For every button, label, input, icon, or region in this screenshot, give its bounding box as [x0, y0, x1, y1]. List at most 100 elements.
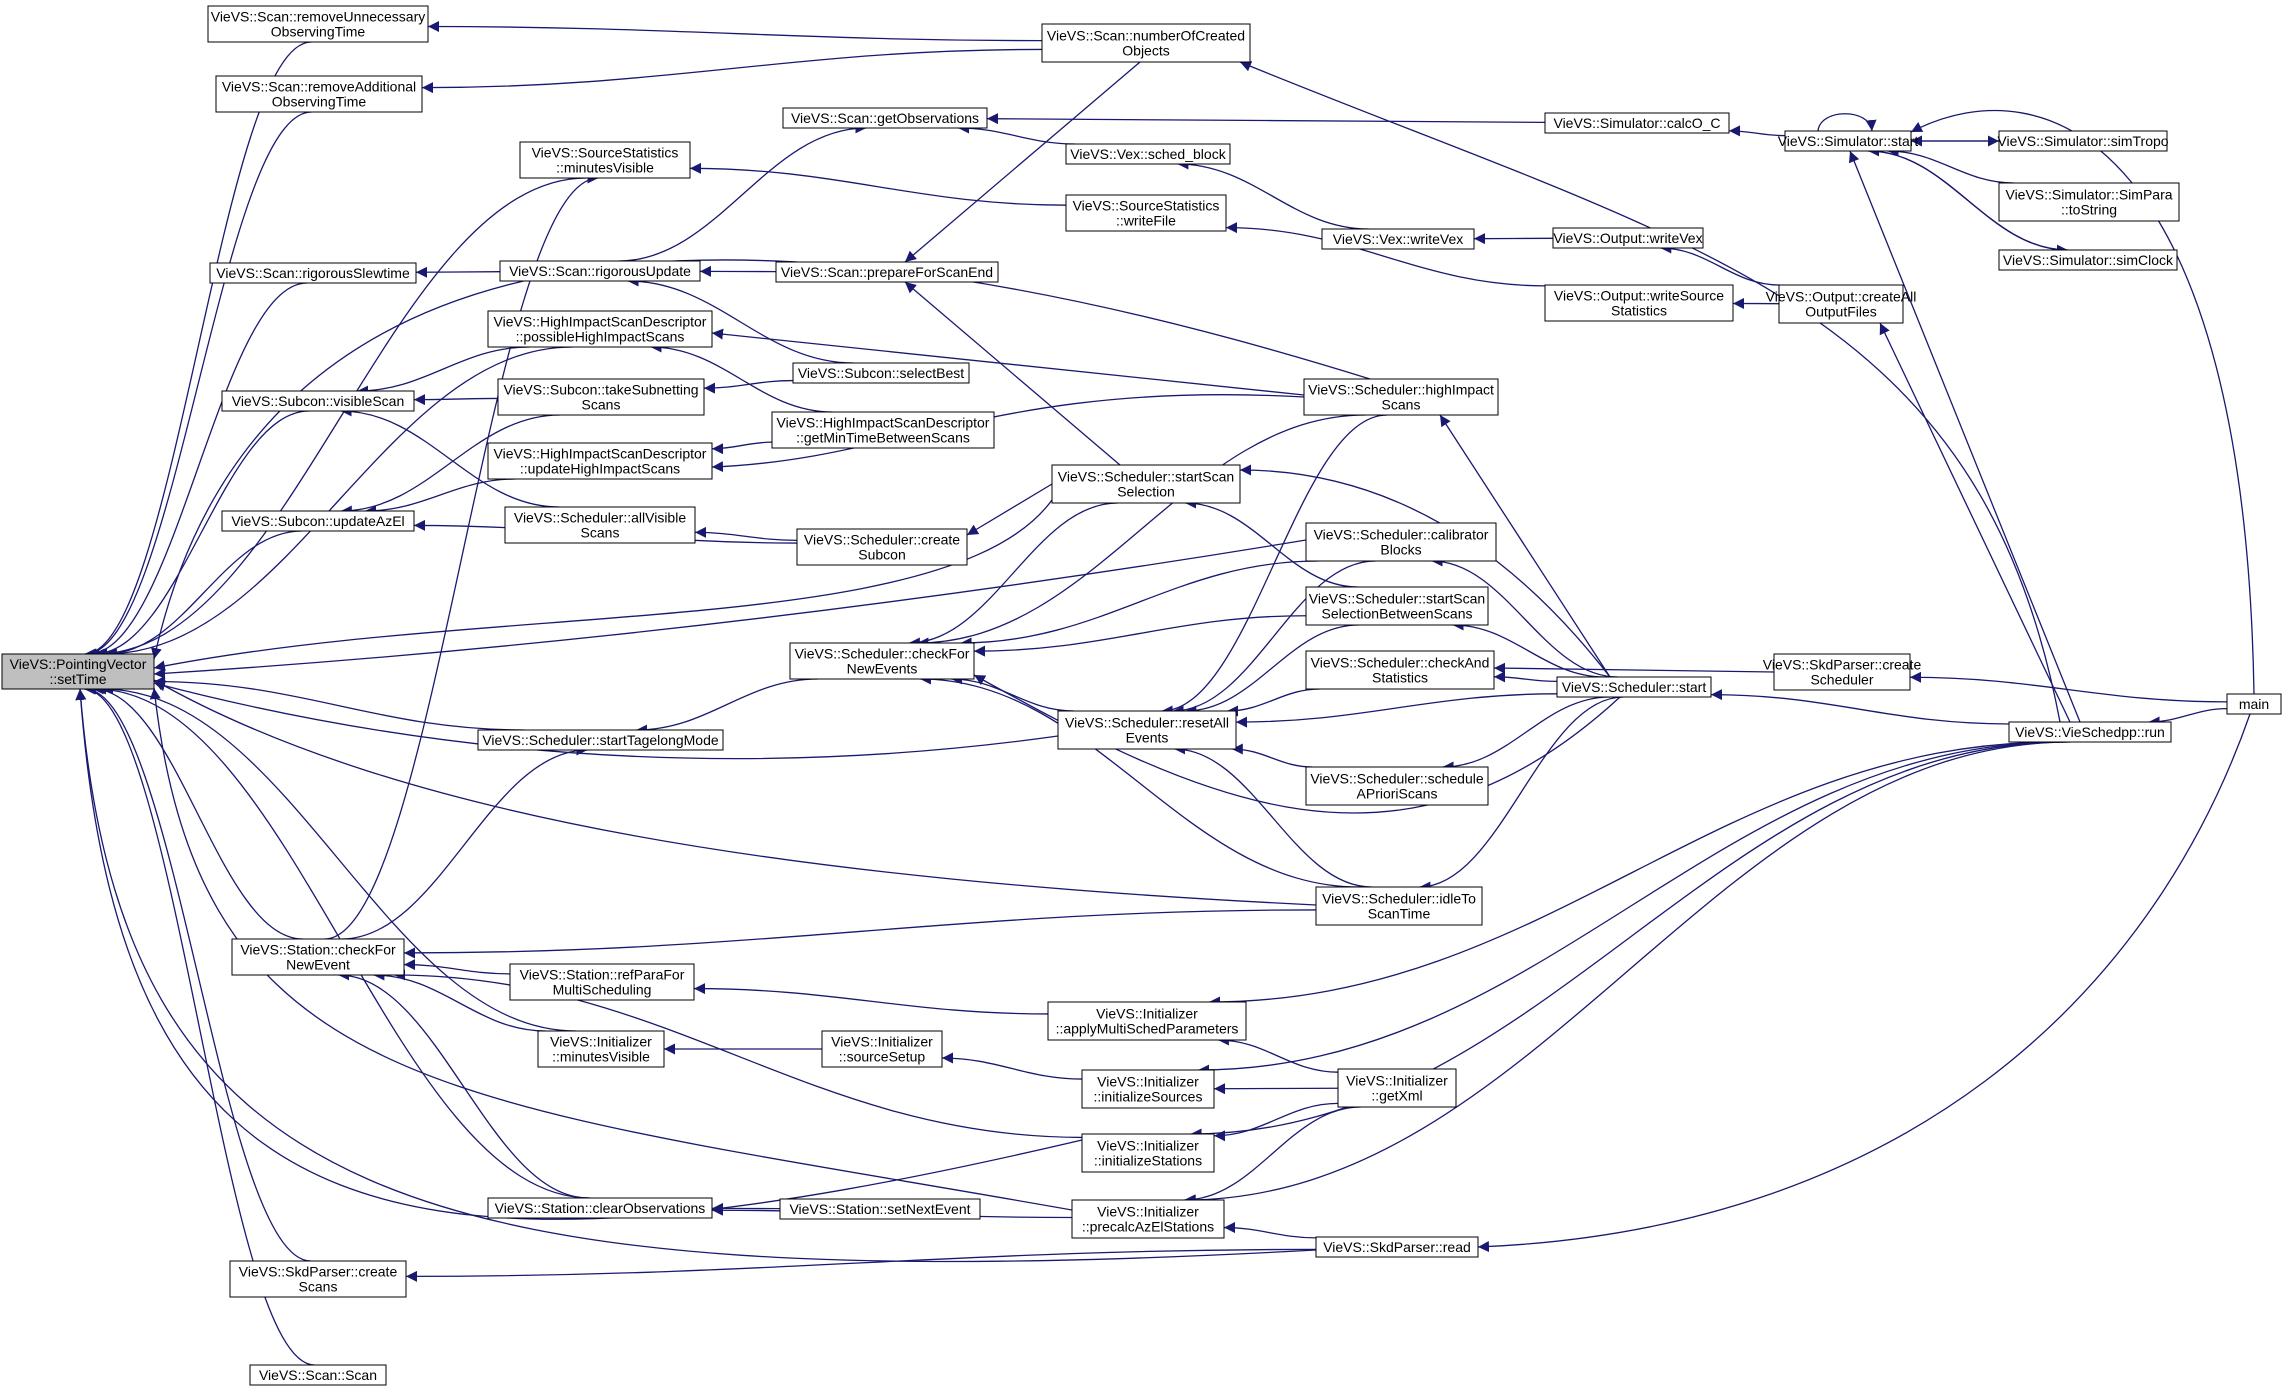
call-edge-schedStart-to-schedApriori: [1442, 696, 1611, 773]
node-scanScan[interactable]: VieVS::Scan::Scan: [249, 1364, 387, 1386]
node-hisdUpdate[interactable]: VieVS::HighImpactScanDescriptor::updateH…: [487, 442, 713, 480]
node-outWriteVex[interactable]: VieVS::Output::writeVex: [1552, 227, 1704, 249]
node-getXml[interactable]: VieVS::Initializer::getXml: [1337, 1068, 1457, 1108]
node-updateAzEl[interactable]: VieVS::Subcon::updateAzEl: [221, 510, 415, 532]
node-initStations[interactable]: VieVS::Initializer::initializeStations: [1081, 1133, 1215, 1173]
node-prepareEnd[interactable]: VieVS::Scan::prepareForScanEnd: [775, 261, 999, 283]
node-clearObs[interactable]: VieVS::Station::clearObservations: [487, 1197, 713, 1219]
node-label-line: VieVS::Output::createAll: [1766, 289, 1917, 305]
node-srcStatMinVis[interactable]: VieVS::SourceStatistics::minutesVisible: [519, 141, 691, 179]
node-label-line: NewEvents: [847, 661, 918, 677]
call-edge-removeUnnecessary-to-setTime: [84, 41, 312, 660]
node-initSources[interactable]: VieVS::Initializer::initializeSources: [1081, 1069, 1215, 1109]
call-edge-stationCheck-to-startTagelong: [341, 744, 588, 940]
node-main[interactable]: main: [2226, 693, 2282, 715]
node-label-line: VieVS::Simulator::simClock: [2003, 252, 2174, 268]
node-getObs[interactable]: VieVS::Scan::getObservations: [782, 107, 988, 129]
node-schedStart[interactable]: VieVS::Scheduler::start: [1556, 676, 1712, 698]
node-label-line: ObservingTime: [272, 94, 367, 110]
call-edge-allVisible-to-visibleScan: [340, 405, 560, 508]
node-rigorousUpdate[interactable]: VieVS::Scan::rigorousUpdate: [499, 260, 701, 282]
node-box: [504, 506, 696, 544]
node-setTime[interactable]: VieVS::PointingVector::setTime: [1, 653, 155, 690]
call-edge-applyMulti-to-refPara: [693, 983, 1049, 1015]
node-precalc[interactable]: VieVS::Initializer::precalcAzElStations: [1071, 1199, 1225, 1239]
node-srcStatWrite[interactable]: VieVS::SourceStatistics::writeFile: [1065, 194, 1227, 232]
node-startScanBetween[interactable]: VieVS::Scheduler::startScanSelectionBetw…: [1305, 586, 1489, 626]
node-selectBest[interactable]: VieVS::Subcon::selectBest: [792, 362, 970, 384]
node-label-line: Scheduler: [1810, 672, 1873, 688]
node-writeVexVex[interactable]: VieVS::Vex::writeVex: [1321, 228, 1475, 250]
node-label-line: Scans: [582, 397, 621, 413]
node-simPara[interactable]: VieVS::Simulator::SimPara::toString: [1998, 182, 2180, 222]
node-removeAdditional[interactable]: VieVS::Scan::removeAdditionalObservingTi…: [215, 75, 423, 113]
call-edge-stationCheck-to-srcStatMinVis: [324, 172, 599, 940]
node-box: [1057, 710, 1237, 750]
call-edge-highImpact-to-resetAll: [1161, 414, 1388, 717]
node-rigorousSlewtime[interactable]: VieVS::Scan::rigorousSlewtime: [209, 262, 417, 284]
node-box: [231, 938, 405, 976]
node-vieRun[interactable]: VieVS::VieSchedpp::run: [2008, 721, 2172, 743]
node-sourceSetup[interactable]: VieVS::Initializer::sourceSetup: [821, 1030, 943, 1068]
node-skdRead[interactable]: VieVS::SkdParser::read: [1315, 1236, 1479, 1258]
node-removeUnnecessary[interactable]: VieVS::Scan::removeUnnecessaryObservingT…: [207, 5, 429, 43]
node-visibleScan[interactable]: VieVS::Subcon::visibleScan: [221, 390, 415, 412]
call-edge-schedCheck-to-startTagelong: [636, 678, 818, 736]
node-simTropo[interactable]: VieVS::Simulator::simTropo: [1997, 130, 2169, 152]
call-edge-removeAdditional-to-setTime: [85, 111, 312, 660]
node-hisdPossible[interactable]: VieVS::HighImpactScanDescriptor::possibl…: [487, 310, 713, 348]
call-edge-vieRun-to-createAllOutput: [1879, 322, 2071, 723]
call-edge-hisdGetMin-to-hisdPossible: [650, 341, 833, 413]
call-edge-highImpact-to-setTime: [150, 259, 1371, 660]
call-edge-refPara-to-stationCheck: [403, 959, 511, 975]
node-calcOC[interactable]: VieVS::Simulator::calcO_C: [1544, 112, 1730, 134]
call-edge-schedStart-to-startScanSel: [1239, 464, 1611, 678]
node-label-line: VieVS::Station::refParaFor: [520, 967, 685, 983]
call-edge-main-to-vieRun: [2148, 707, 2228, 728]
node-schedBlock[interactable]: VieVS::Vex::sched_block: [1065, 143, 1231, 165]
node-label-line: ::getXml: [1371, 1088, 1422, 1104]
node-box: [1552, 227, 1704, 249]
node-label-line: NewEvent: [286, 957, 350, 973]
node-setNextEvent[interactable]: VieVS::Station::setNextEvent: [779, 1198, 981, 1220]
node-refPara[interactable]: VieVS::Station::refParaForMultiSchedulin…: [509, 963, 695, 1001]
node-initMinVis[interactable]: VieVS::Initializer::minutesVisible: [537, 1030, 665, 1068]
node-box: [782, 107, 988, 129]
call-edge-hisdUpdate-to-updateAzEl: [364, 478, 516, 517]
call-edge-skdCreateScans-to-setTime: [84, 683, 311, 1262]
node-simStart[interactable]: VieVS::Simulator::start: [1778, 130, 1919, 152]
node-simClock[interactable]: VieVS::Simulator::simClock: [1998, 249, 2178, 271]
call-edge-startTagelong-to-setTime: [153, 675, 525, 731]
node-box: [1998, 249, 2178, 271]
node-label-line: Subcon: [858, 547, 905, 563]
node-label-line: VieVS::SkdParser::create: [239, 1264, 398, 1280]
node-label-line: VieVS::Initializer: [1346, 1073, 1448, 1089]
call-edge-skdRead-to-setTime: [75, 688, 1317, 1263]
call-edge-initStations-to-stationCheck: [394, 969, 1083, 1139]
node-label-line: VieVS::Station::checkFor: [240, 942, 396, 958]
node-hisdGetMin[interactable]: VieVS::HighImpactScanDescriptor::getMinT…: [771, 411, 995, 449]
node-label-line: VieVS::Simulator::SimPara: [2005, 187, 2172, 203]
call-edge-rigorousSlewtime-to-setTime: [88, 282, 308, 660]
node-startTagelong[interactable]: VieVS::Scheduler::startTagelongMode: [477, 729, 724, 751]
node-applyMulti[interactable]: VieVS::Initializer::applyMultiSchedParam…: [1047, 1001, 1247, 1041]
node-label-line: VieVS::VieSchedpp::run: [2015, 724, 2165, 740]
call-edge-idleTo-to-stationCheck: [403, 909, 1317, 959]
